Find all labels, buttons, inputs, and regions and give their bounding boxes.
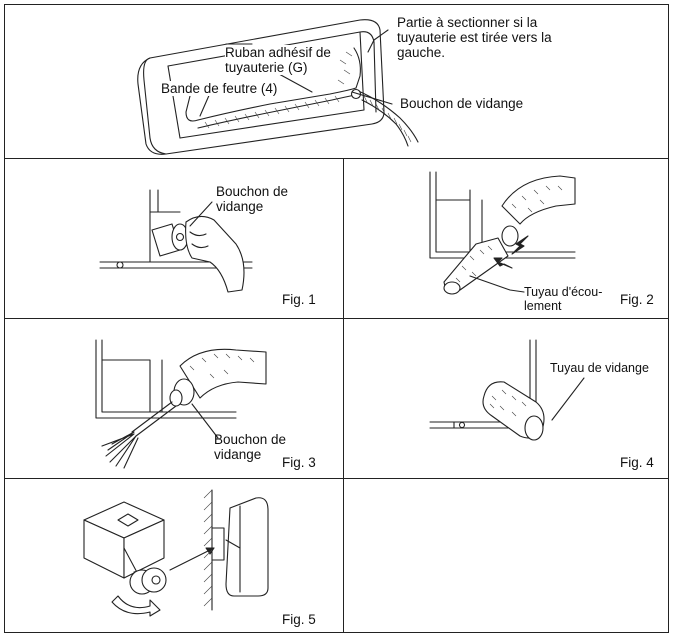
- fig2-caption: Fig. 2: [620, 292, 654, 307]
- fig3-caption: Fig. 3: [282, 455, 316, 470]
- divider-row-2: [4, 318, 669, 319]
- fig4-label: Tuyau de vidange: [550, 361, 649, 375]
- cut-part-label: Partie à sectionner si la tuyauterie est…: [397, 15, 552, 60]
- fig5-caption: Fig. 5: [282, 612, 316, 627]
- tape-label: Ruban adhésif de tuyauterie (G): [225, 45, 331, 75]
- fig1-label: Bouchon de vidange: [216, 184, 289, 214]
- divider-column: [343, 158, 344, 633]
- fig3-label: Bouchon de vidange: [214, 432, 287, 462]
- drain-plug-label-top: Bouchon de vidange: [400, 96, 524, 111]
- fig2-label: Tuyau d'écou- lement: [524, 285, 603, 313]
- divider-row-3: [4, 478, 669, 479]
- felt-texture: [204, 95, 340, 129]
- fig4-caption: Fig. 4: [620, 455, 654, 470]
- fig1-caption: Fig. 1: [282, 292, 316, 307]
- felt-label: Bande de feutre (4): [161, 81, 278, 96]
- divider-row-1: [4, 158, 669, 159]
